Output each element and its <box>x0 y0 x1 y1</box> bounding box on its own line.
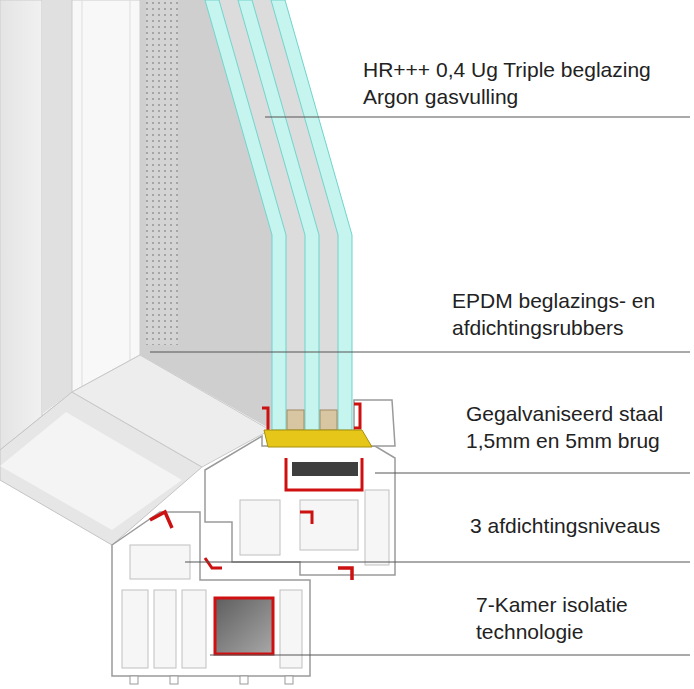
glass-pane <box>205 0 286 430</box>
profile-foot <box>285 676 293 684</box>
seal-gasket <box>150 512 172 528</box>
leader-line <box>150 352 690 353</box>
steel-reinforcement <box>286 458 362 490</box>
chamber <box>365 490 389 565</box>
steel-bridge <box>292 462 358 476</box>
glazing-gasket <box>262 408 268 430</box>
callout-label: 3 afdichtingsniveaus <box>470 512 688 539</box>
profile-foot <box>130 676 138 684</box>
profile-foot <box>170 676 178 684</box>
glass-pane <box>238 0 319 430</box>
chamber <box>280 590 302 668</box>
chamber <box>130 545 190 579</box>
leader-line <box>210 655 690 656</box>
seal-gasket <box>300 512 312 524</box>
spacer-perforation <box>146 0 178 345</box>
glazing-gasket <box>354 404 360 428</box>
leader-line <box>265 117 690 118</box>
glass-spacer <box>320 410 337 430</box>
glazing-block <box>264 430 372 447</box>
profile-foot <box>240 676 248 684</box>
frame-inner-face <box>42 0 72 414</box>
glass-spacer <box>287 410 304 430</box>
frame-face <box>0 0 72 450</box>
spacer-strip <box>146 0 178 345</box>
chamber <box>182 590 206 668</box>
sash-face <box>72 0 140 392</box>
chamber <box>240 500 280 555</box>
steel-reinforcement <box>215 598 273 654</box>
chamber <box>154 590 176 668</box>
callout-label: EPDM beglazings- en afdichtingsrubbers <box>452 287 688 341</box>
frame-profile <box>112 512 310 676</box>
leader-line <box>375 473 690 474</box>
chamber <box>300 500 358 550</box>
sash-edge <box>130 0 131 360</box>
seal-gasket <box>205 558 222 568</box>
sash-edge <box>82 0 83 386</box>
leader-line <box>185 562 690 563</box>
callout-label: HR+++ 0,4 Ug Triple beglazing Argon gasv… <box>363 56 683 110</box>
seal-gasket <box>338 568 352 580</box>
callout-label: 7-Kamer isolatie technologie <box>476 591 686 645</box>
chamber <box>122 590 148 668</box>
sash-profile <box>205 436 395 575</box>
glass-pane <box>271 0 352 430</box>
callout-label: Gegalvaniseerd staal 1,5mm en 5mm brug <box>466 400 690 454</box>
